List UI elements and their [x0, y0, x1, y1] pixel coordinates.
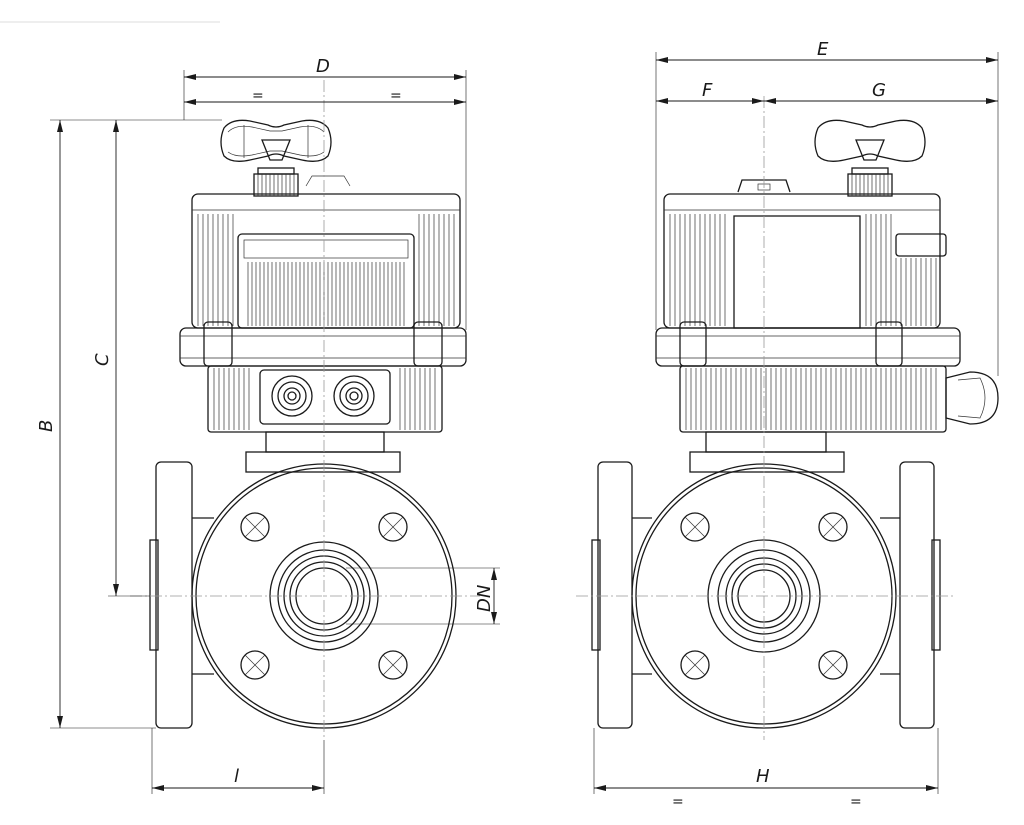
equal-mark-side-left: =	[672, 794, 684, 810]
equal-mark-side-right: =	[850, 794, 862, 810]
label-B: B	[36, 420, 57, 432]
label-F: F	[702, 80, 713, 101]
side-lower-housing	[679, 365, 999, 473]
side-view	[576, 96, 999, 740]
side-valve-body	[591, 461, 941, 729]
label-H: H	[756, 766, 770, 787]
equal-mark-front-left: =	[252, 88, 264, 104]
label-E: E	[817, 39, 829, 60]
front-band-ring	[179, 321, 467, 367]
equal-mark-front-right: =	[390, 88, 402, 104]
dimension-lines	[50, 52, 999, 794]
label-DN: DN	[474, 585, 495, 612]
front-actuator-body	[191, 193, 461, 329]
label-G: G	[872, 80, 886, 101]
dimension-labels: D = = B C DN l E F G H = =	[36, 39, 886, 810]
front-handwheel	[220, 119, 351, 197]
front-valve-body	[149, 461, 457, 729]
label-D: D	[316, 56, 330, 77]
front-lower-housing	[207, 365, 443, 473]
side-handwheel	[737, 119, 926, 197]
side-band-ring	[655, 321, 961, 367]
front-view	[130, 80, 480, 740]
label-C: C	[92, 353, 113, 366]
side-actuator-body	[663, 193, 947, 329]
label-l: l	[234, 766, 239, 787]
